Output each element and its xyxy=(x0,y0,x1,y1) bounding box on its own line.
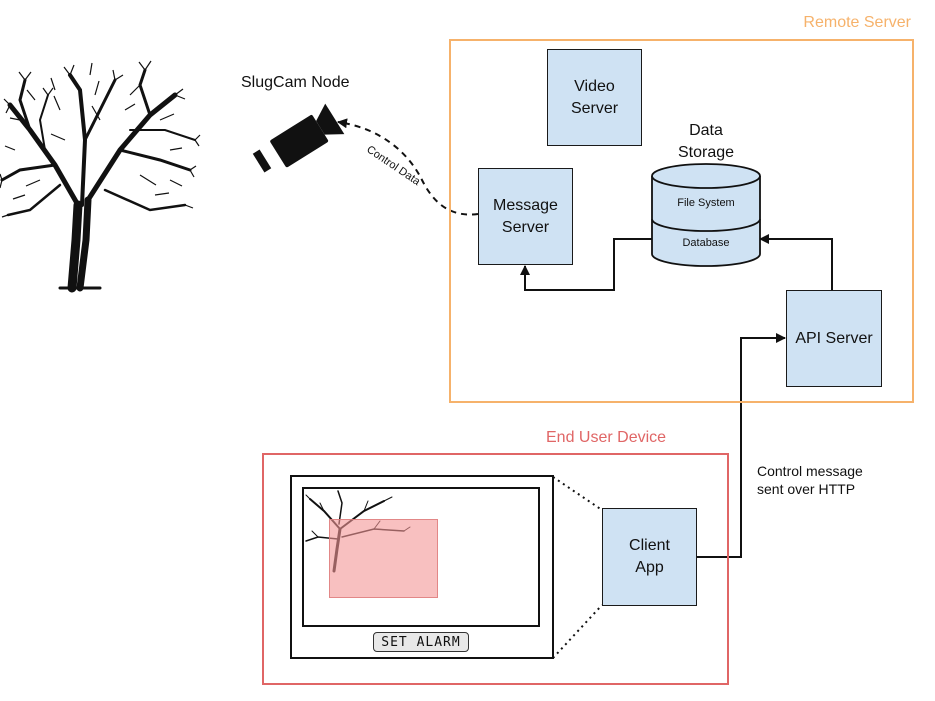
camera-label: SlugCam Node xyxy=(241,74,350,91)
data-storage-cylinder xyxy=(651,163,761,267)
remote-server-label: Remote Server xyxy=(803,14,911,31)
remote-server-zone xyxy=(449,39,914,403)
zoom-line-top xyxy=(552,476,603,511)
set-alarm-button[interactable]: SET ALARM xyxy=(373,632,469,652)
control-data-edge xyxy=(337,118,479,216)
video-server-node: Video Server xyxy=(547,49,642,146)
client-app-node: Client App xyxy=(602,508,697,606)
data-storage-title: Data Storage xyxy=(677,122,735,161)
message-server-label: Message Server xyxy=(493,196,558,236)
message-server-node: Message Server xyxy=(478,168,573,265)
end-user-device-label: End User Device xyxy=(546,429,667,446)
client-to-api-edge xyxy=(697,333,786,558)
storage-to-message-edge xyxy=(520,238,652,291)
control-message-label: Control message sent over HTTP xyxy=(757,463,863,497)
end-user-device-zone xyxy=(262,453,729,685)
api-to-storage-edge xyxy=(759,234,833,290)
api-server-label: API Server xyxy=(795,329,873,347)
file-system-label: File System xyxy=(677,197,735,209)
client-app-label: Client App xyxy=(629,537,670,576)
database-label: Database xyxy=(682,237,730,249)
video-server-label: Video Server xyxy=(570,77,619,117)
api-server-node: API Server xyxy=(786,290,882,387)
detection-region[interactable] xyxy=(329,519,438,598)
control-data-label: Control Data xyxy=(364,144,423,189)
zoom-line-bottom xyxy=(552,604,603,659)
security-camera-icon xyxy=(252,103,345,173)
